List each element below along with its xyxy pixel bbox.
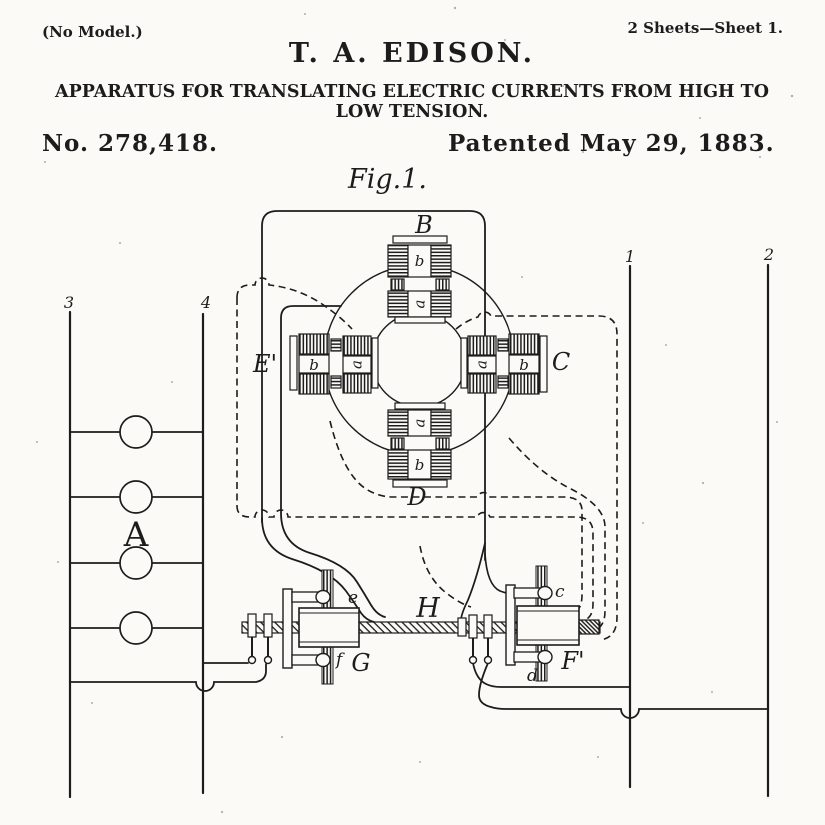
dashed-mid-run (329, 420, 583, 615)
winding-label-a: a (348, 360, 366, 369)
shaft-body (241, 621, 601, 634)
pole-changer-left (247, 569, 360, 685)
lower-arm (513, 651, 542, 663)
label-wire-2: 2 (763, 245, 774, 264)
lamp-bank (119, 415, 153, 645)
lamp-bulb (119, 480, 153, 514)
patent-title-line2: LOW TENSION. (336, 102, 489, 122)
label-pole-changer-F-prime: F' (560, 647, 584, 675)
upper-arm-lobe (315, 589, 331, 605)
commutator-cylinder (298, 607, 360, 648)
scan-noise (36, 6, 794, 814)
solid-wires (68, 210, 770, 799)
label-coil-D: D (406, 483, 426, 511)
label-contact-c: c (555, 582, 565, 602)
sheet-info: 2 Sheets—Sheet 1. (628, 19, 784, 37)
no-model-note: (No Model.) (42, 23, 143, 41)
winding-label-a: a (411, 300, 429, 309)
label-coil-E-prime: E' (252, 350, 277, 378)
ring-inner-circle (371, 312, 467, 408)
brush-contact (468, 655, 478, 665)
wire-s-curve-outer (261, 517, 375, 623)
coil-group-bottom: a b (387, 402, 452, 488)
wire-brush-to-line1 (472, 662, 631, 688)
shaft-collar (457, 617, 467, 637)
winding-label-a: a (411, 419, 429, 428)
brush-contact (247, 655, 257, 665)
wire-brush-to-line2 (478, 662, 769, 719)
wire-to-shaft-collar (460, 542, 486, 620)
patent-number: No. 278,418. (42, 130, 218, 157)
label-lamp-bank-A: A (123, 515, 149, 555)
upper-arm-lobe (537, 585, 553, 601)
label-pole-changer-G: G (351, 649, 370, 677)
lamp-bulb (119, 415, 153, 449)
coil-group-right: a b (460, 333, 548, 395)
label-wire-4: 4 (200, 293, 211, 312)
shaft-tip (576, 619, 600, 635)
reference-letters: B C D E' A H G F' e f c d 3 4 1 2 (64, 211, 774, 686)
patent-date: Patented May 29, 1883. (448, 130, 775, 157)
lower-arm-lobe (315, 652, 331, 668)
lower-arm (291, 654, 320, 666)
coil-group-top: b a (387, 235, 452, 324)
inventor-name: T. A. EDISON. (289, 38, 535, 69)
dashed-bottom-run (236, 505, 594, 622)
lamp-bulb (119, 546, 153, 580)
shaft-clamp (468, 614, 478, 639)
shaft (241, 619, 601, 635)
upper-arm (291, 591, 320, 603)
shaft-clamp (483, 614, 493, 639)
label-coil-C: C (552, 348, 570, 376)
brush-contact (483, 655, 493, 665)
brush-contact (263, 655, 273, 665)
label-wire-3: 3 (64, 293, 74, 312)
winding-label-b: b (415, 456, 425, 474)
frame-plate (282, 588, 293, 669)
patent-title-line1: APPARATUS FOR TRANSLATING ELECTRIC CURRE… (54, 82, 769, 102)
label-contact-e: e (348, 588, 358, 608)
winding-label-b: b (415, 252, 425, 270)
wire-line3-to-brush (69, 663, 267, 692)
label-contact-d: d (527, 666, 538, 686)
upper-arm (513, 587, 542, 599)
wire-s-curve-inner (280, 305, 386, 618)
dashed-left-loop-top (236, 277, 353, 330)
label-wire-1: 1 (625, 247, 635, 266)
winding-label-b: b (519, 356, 529, 374)
frame-plate (505, 584, 516, 666)
winding-label-a: a (473, 360, 491, 369)
commutator-cylinder (516, 605, 580, 646)
dashed-wires (236, 277, 618, 641)
dashed-coil-c-run (508, 437, 606, 632)
label-coil-B: B (414, 211, 433, 239)
shaft-clamp (263, 613, 273, 638)
dashed-coil-d-run (419, 545, 472, 608)
winding-label-b: b (309, 356, 319, 374)
label-contact-f: f (334, 650, 345, 670)
shaft-clamp (247, 613, 257, 638)
label-shaft-H: H (415, 593, 440, 624)
header: (No Model.) 2 Sheets—Sheet 1. T. A. EDIS… (42, 19, 783, 195)
dashed-top-right-run (455, 311, 618, 641)
wire-outer-loop (261, 210, 486, 561)
lamp-bulb (119, 611, 153, 645)
lower-arm-lobe (537, 649, 553, 665)
figure-label: Fig.1. (347, 164, 427, 195)
pole-changer-right (457, 565, 580, 682)
coil-group-left: b a (289, 333, 379, 395)
